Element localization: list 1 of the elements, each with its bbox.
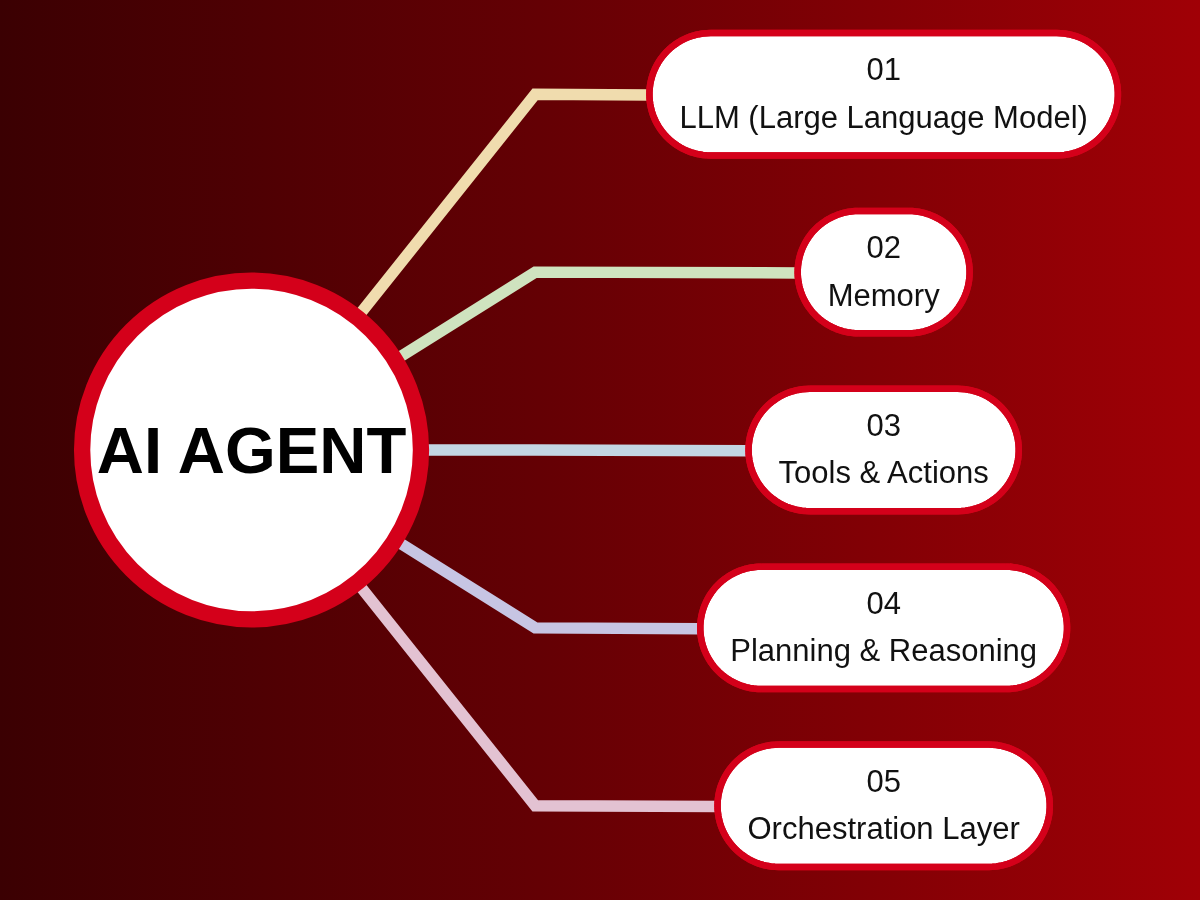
node-circle: AI AGENT <box>73 272 430 628</box>
